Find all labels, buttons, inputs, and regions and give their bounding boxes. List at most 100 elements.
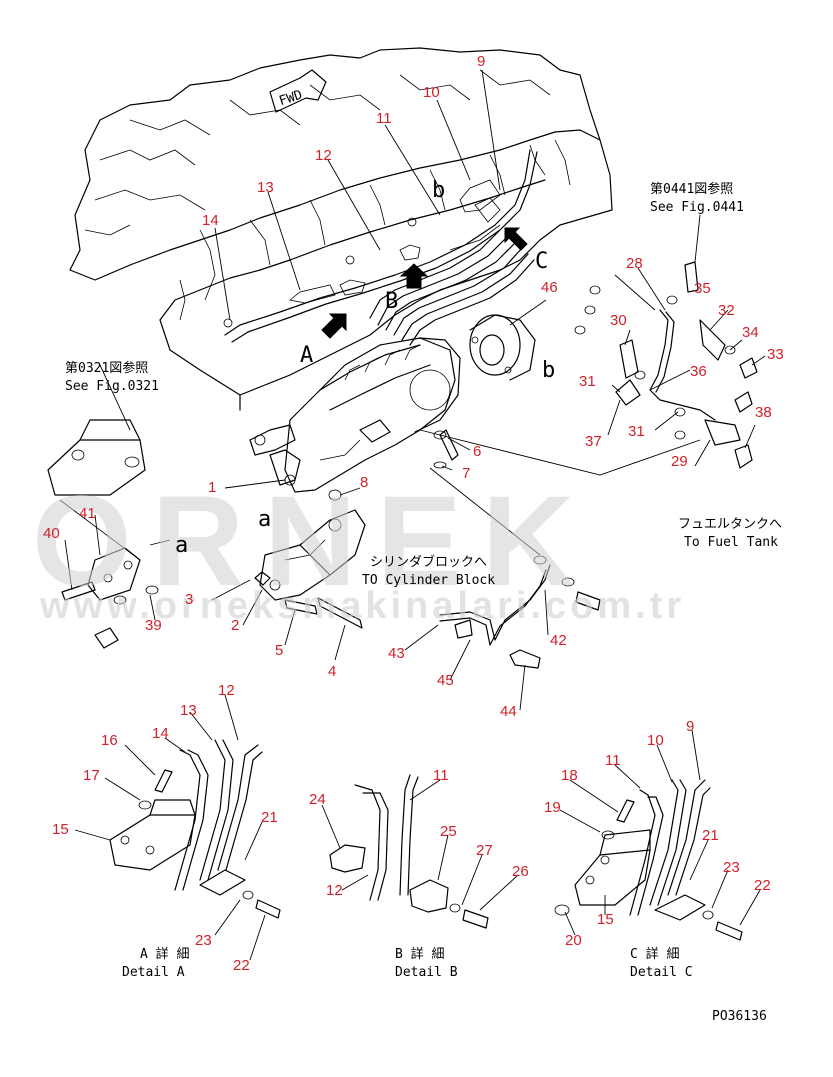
detail-c-title-jp: C 詳 細 xyxy=(630,946,679,962)
detail-c-label-9: 9 xyxy=(686,718,694,735)
part-label-6: 6 xyxy=(473,443,481,460)
injection-lines xyxy=(223,144,546,346)
detail-c-label-20: 20 xyxy=(565,932,582,949)
detail-c-label-18: 18 xyxy=(561,767,578,784)
ref-fig0441-jp: 第0441図参照 xyxy=(650,181,733,197)
ref-cyl-block-en: TO Cylinder Block xyxy=(362,573,495,588)
fwd-label: FWD xyxy=(277,88,304,110)
detail-c-label-22: 22 xyxy=(754,877,771,894)
part-label-41: 41 xyxy=(79,505,96,522)
detail-b-title-en: Detail B xyxy=(395,965,458,980)
part-label-38: 38 xyxy=(755,404,772,421)
detail-a-drawing xyxy=(109,739,281,919)
ref-fig0441-en: See Fig.0441 xyxy=(650,200,744,215)
part-label-37: 37 xyxy=(585,433,602,450)
detail-c-drawing xyxy=(554,779,743,941)
part-46-housing xyxy=(469,314,536,381)
part-labels: 1 2 3 4 5 6 7 8 9 10 11 12 13 14 28 29 3… xyxy=(43,53,784,720)
detail-b-label-25: 25 xyxy=(440,823,457,840)
arrow-B xyxy=(399,263,429,289)
detail-c-label-10: 10 xyxy=(647,732,664,749)
detail-a-title-en: Detail A xyxy=(122,965,185,980)
view-letter-a-left: a xyxy=(258,507,271,532)
view-letter-C: C xyxy=(535,249,548,274)
detail-b-label-27: 27 xyxy=(476,842,493,859)
part-label-31b: 31 xyxy=(628,423,645,440)
detail-b-label-26: 26 xyxy=(512,863,529,880)
left-bracket xyxy=(47,419,171,649)
part-label-7: 7 xyxy=(462,465,470,482)
part-label-5: 5 xyxy=(275,642,283,659)
detail-a-label-16: 16 xyxy=(101,732,118,749)
detail-a-label-12: 12 xyxy=(218,682,235,699)
view-letter-b-top: b xyxy=(432,178,445,203)
part-label-9: 9 xyxy=(477,53,485,70)
view-arrows xyxy=(321,227,528,339)
watermark-url: www.orneksmakinalari.com.tr xyxy=(39,585,685,627)
detail-c-label-11: 11 xyxy=(605,752,621,769)
detail-a-title-jp: A 詳 細 xyxy=(140,946,189,962)
detail-a-label-15: 15 xyxy=(52,821,69,838)
detail-c-labels: 9 10 11 18 19 21 23 22 15 20 C 詳 細 Detai… xyxy=(544,718,771,980)
part-label-2: 2 xyxy=(231,617,239,634)
ref-fuel-tank-jp: フュエルタンクへ xyxy=(678,517,782,532)
part-label-35: 35 xyxy=(694,280,711,297)
part-label-36: 36 xyxy=(690,363,707,380)
fuel-line-right xyxy=(419,261,758,476)
part-label-44: 44 xyxy=(500,703,517,720)
view-letter-A: A xyxy=(300,343,313,368)
part-label-13: 13 xyxy=(257,179,274,196)
part-label-10: 10 xyxy=(423,84,440,101)
detail-a-label-13: 13 xyxy=(180,702,197,719)
part-label-34: 34 xyxy=(742,324,759,341)
ref-cyl-block-jp: シリンダブロックへ xyxy=(370,554,487,570)
part-label-40: 40 xyxy=(43,525,60,542)
part-label-42: 42 xyxy=(550,632,567,649)
part-label-31a: 31 xyxy=(579,373,596,390)
leader-lines xyxy=(64,69,766,961)
part-label-11: 11 xyxy=(376,110,392,127)
injection-pump xyxy=(249,337,461,493)
ref-fuel-tank-en: To Fuel Tank xyxy=(684,535,778,550)
drawing-code: PO36136 xyxy=(712,1009,767,1024)
fwd-arrow: FWD xyxy=(269,69,327,113)
engine-block xyxy=(69,47,613,411)
part-label-39: 39 xyxy=(145,617,162,634)
part-label-8: 8 xyxy=(360,474,368,491)
detail-b-label-12: 12 xyxy=(326,882,343,899)
cylinder-line xyxy=(429,467,601,669)
detail-c-label-23: 23 xyxy=(723,859,740,876)
reference-notes: 第0441図参照 See Fig.0441 第0321図参照 See Fig.0… xyxy=(65,181,782,588)
part-label-46: 46 xyxy=(541,279,558,296)
part-label-32: 32 xyxy=(718,302,735,319)
watermark: ORNEK www.orneksmakinalari.com.tr xyxy=(32,470,685,627)
arrow-A xyxy=(321,313,347,339)
ref-fig0321-jp: 第0321図参照 xyxy=(65,360,148,376)
view-letter-a-bracket: a xyxy=(175,533,188,558)
part-label-28: 28 xyxy=(626,255,643,272)
detail-b-label-24: 24 xyxy=(309,791,326,808)
detail-a-label-22: 22 xyxy=(233,957,250,974)
detail-c-label-21: 21 xyxy=(702,827,719,844)
detail-c-label-15: 15 xyxy=(597,911,614,928)
part-label-43: 43 xyxy=(388,645,405,662)
detail-a-label-21: 21 xyxy=(261,809,278,826)
detail-a-label-17: 17 xyxy=(83,767,100,784)
view-letters: A B C b b a a xyxy=(175,178,555,558)
pump-bracket xyxy=(254,429,459,629)
view-letter-B: B xyxy=(385,289,398,314)
detail-a-label-14: 14 xyxy=(152,725,169,742)
part-label-33: 33 xyxy=(767,346,784,363)
part-label-30: 30 xyxy=(610,312,627,329)
part-label-45: 45 xyxy=(437,672,454,689)
part-label-12: 12 xyxy=(315,147,332,164)
detail-b-title-jp: B 詳 細 xyxy=(395,946,444,962)
part-label-29: 29 xyxy=(671,453,688,470)
detail-b-drawing xyxy=(329,774,489,929)
watermark-brand: ORNEK xyxy=(32,470,594,613)
part-label-3: 3 xyxy=(185,591,193,608)
detail-a-labels: 12 13 14 16 17 15 21 23 22 A 詳 細 Detail … xyxy=(52,682,278,980)
arrow-C xyxy=(504,227,528,251)
